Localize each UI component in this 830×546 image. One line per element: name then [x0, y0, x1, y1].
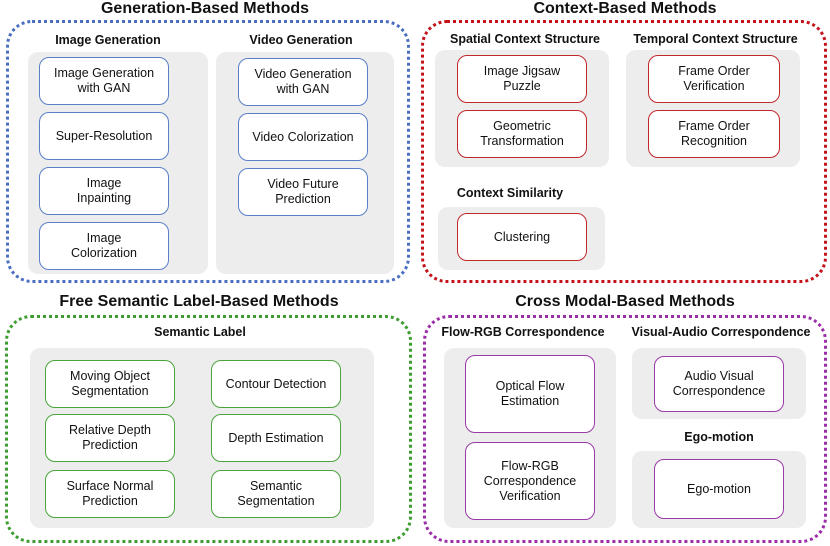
- frame-order-verification-box: Frame Order Verification: [648, 55, 780, 103]
- context-similarity-heading: Context Similarity: [456, 186, 564, 200]
- video-generation-gan-box: Video Generation with GAN: [238, 58, 368, 106]
- image-generation-heading: Image Generation: [55, 33, 161, 47]
- semantic-panel: [5, 315, 412, 543]
- image-jigsaw-puzzle-box: Image Jigsaw Puzzle: [457, 55, 587, 103]
- image-inpainting-box: Image Inpainting: [39, 167, 169, 215]
- surface-normal-prediction-box: Surface Normal Prediction: [45, 470, 175, 518]
- moving-object-segmentation-box: Moving Object Segmentation: [45, 360, 175, 408]
- video-colorization-box: Video Colorization: [238, 113, 368, 161]
- video-generation-heading: Video Generation: [249, 33, 353, 47]
- image-generation-gan-box: Image Generation with GAN: [39, 57, 169, 105]
- flow-rgb-heading: Flow-RGB Correspondence: [441, 325, 605, 339]
- super-resolution-box: Super-Resolution: [39, 112, 169, 160]
- ego-motion-heading: Ego-motion: [684, 430, 754, 444]
- ego-motion-box: Ego-motion: [654, 459, 784, 519]
- video-future-prediction-box: Video Future Prediction: [238, 168, 368, 216]
- cross-modal-title: Cross Modal-Based Methods: [515, 293, 735, 310]
- image-colorization-box: Image Colorization: [39, 222, 169, 270]
- visual-audio-heading: Visual-Audio Correspondence: [631, 325, 811, 339]
- semantic-title: Free Semantic Label-Based Methods: [59, 293, 339, 310]
- audio-visual-correspondence-box: Audio Visual Correspondence: [654, 356, 784, 412]
- semantic-segmentation-box: Semantic Segmentation: [211, 470, 341, 518]
- optical-flow-estimation-box: Optical Flow Estimation: [465, 355, 595, 433]
- semantic-label-heading: Semantic Label: [154, 325, 246, 339]
- clustering-box: Clustering: [457, 213, 587, 261]
- flow-rgb-verification-box: Flow-RGB Correspondence Verification: [465, 442, 595, 520]
- depth-estimation-box: Depth Estimation: [211, 414, 341, 462]
- geometric-transformation-box: Geometric Transformation: [457, 110, 587, 158]
- relative-depth-prediction-box: Relative Depth Prediction: [45, 414, 175, 462]
- generation-panel: [6, 20, 410, 283]
- context-panel: [421, 20, 827, 283]
- contour-detection-box: Contour Detection: [211, 360, 341, 408]
- cross-modal-panel: [423, 315, 827, 543]
- frame-order-recognition-box: Frame Order Recognition: [648, 110, 780, 158]
- spatial-context-heading: Spatial Context Structure: [449, 32, 601, 46]
- context-title: Context-Based Methods: [533, 0, 717, 17]
- temporal-context-heading: Temporal Context Structure: [633, 32, 798, 46]
- generation-title: Generation-Based Methods: [100, 0, 310, 17]
